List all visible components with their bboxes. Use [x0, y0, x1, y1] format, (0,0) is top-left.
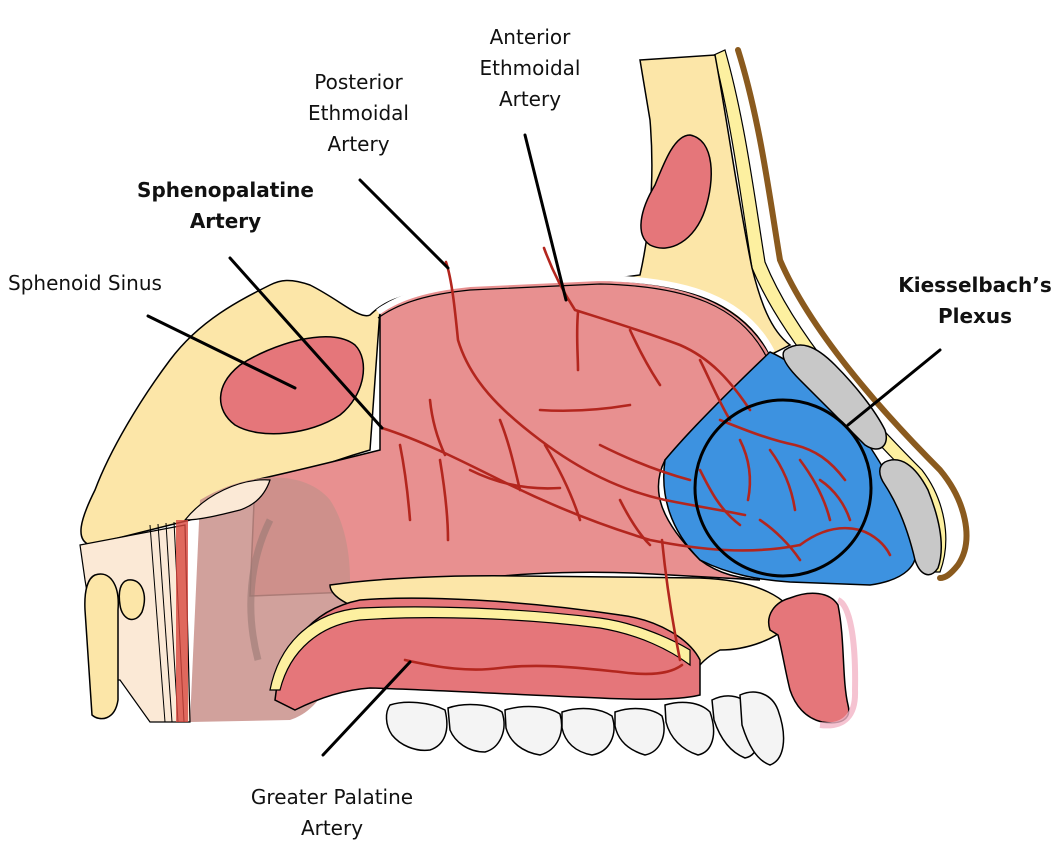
- cartilage-upper: [782, 344, 887, 450]
- sphenopalatine-sub7: [618, 498, 652, 547]
- sphenopalatine-sub2: [438, 458, 450, 542]
- atlas-bone: [84, 573, 119, 720]
- teeth: [385, 691, 785, 766]
- sphenopalatine-sub4: [468, 468, 562, 490]
- cribriform-line: [377, 283, 767, 357]
- leader-sphenoid-sinus: [146, 314, 297, 390]
- leader-posterior-ethmoidal: [358, 178, 450, 270]
- anterior-ethmoidal-sub2: [628, 328, 662, 387]
- sphenopalatine-sub6: [598, 443, 692, 482]
- posterior-ethmoidal-sub1: [498, 418, 522, 492]
- plexus-branch-4: [798, 458, 832, 522]
- pharyngeal-strip: [176, 520, 188, 722]
- tooth-4: [561, 707, 615, 756]
- plexus-branch-8: [818, 478, 852, 522]
- plexus-branch-7: [698, 468, 742, 527]
- greater-palatine-branch: [403, 658, 684, 676]
- posterior-ethmoidal-branch: [444, 260, 747, 517]
- tooth-6: [664, 701, 715, 756]
- label-sphenopalatine-artery: Sphenopalatine Artery: [137, 178, 314, 233]
- cartilage-lower: [879, 459, 942, 576]
- tooth-1: [385, 701, 448, 752]
- plexus-branch-2: [738, 438, 752, 502]
- tooth-2: [447, 703, 505, 753]
- nasopharynx-fold: [247, 518, 274, 661]
- adenoid: [183, 479, 271, 521]
- anterior-ethmoidal-branch: [542, 246, 752, 412]
- sphenopalatine-sub5: [538, 403, 632, 413]
- leader-kiesselbach: [846, 348, 942, 427]
- leader-lines: [146, 133, 942, 757]
- leader-anterior-ethmoidal: [523, 133, 568, 302]
- anterior-ethmoidal-sub1: [575, 310, 580, 372]
- kiesselbach-circle: [693, 398, 873, 578]
- cribriform-band: [376, 274, 775, 354]
- plexus-branch-3: [768, 448, 797, 512]
- atlas-knob: [118, 579, 146, 621]
- posterior-ethmoidal-sub2: [543, 443, 582, 522]
- plexus-branch-5: [758, 518, 802, 562]
- label-posterior-ethmoidal-artery: Posterior Ethmoidal Artery: [308, 70, 409, 156]
- plexus-branch-1: [718, 418, 847, 482]
- upper-lip: [768, 592, 850, 724]
- frontal-sinus: [640, 134, 712, 249]
- tooth-5: [614, 707, 665, 756]
- leader-sphenopalatine: [228, 256, 384, 430]
- label-kiesselbachs-plexus: Kiesselbach’s Plexus: [898, 273, 1052, 328]
- palate-yellow-band: [269, 606, 691, 691]
- sphenopalatine-sub3: [428, 398, 447, 457]
- lip-shadow: [819, 597, 859, 729]
- greater-palatine-vertical: [660, 538, 682, 662]
- leader-greater-palatine: [321, 660, 412, 757]
- label-sphenoid-sinus: Sphenoid Sinus: [8, 271, 162, 295]
- tooth-3: [504, 705, 563, 756]
- anterior-ethmoidal-sub3: [698, 358, 732, 422]
- tooth-8: [739, 691, 785, 766]
- label-greater-palatine-artery: Greater Palatine Artery: [250, 785, 414, 840]
- arteries: [380, 246, 892, 676]
- label-anterior-ethmoidal-artery: Anterior Ethmoidal Artery: [479, 25, 581, 111]
- sphenopalatine-sub1: [398, 443, 412, 522]
- nose-skin-outline: [735, 47, 970, 581]
